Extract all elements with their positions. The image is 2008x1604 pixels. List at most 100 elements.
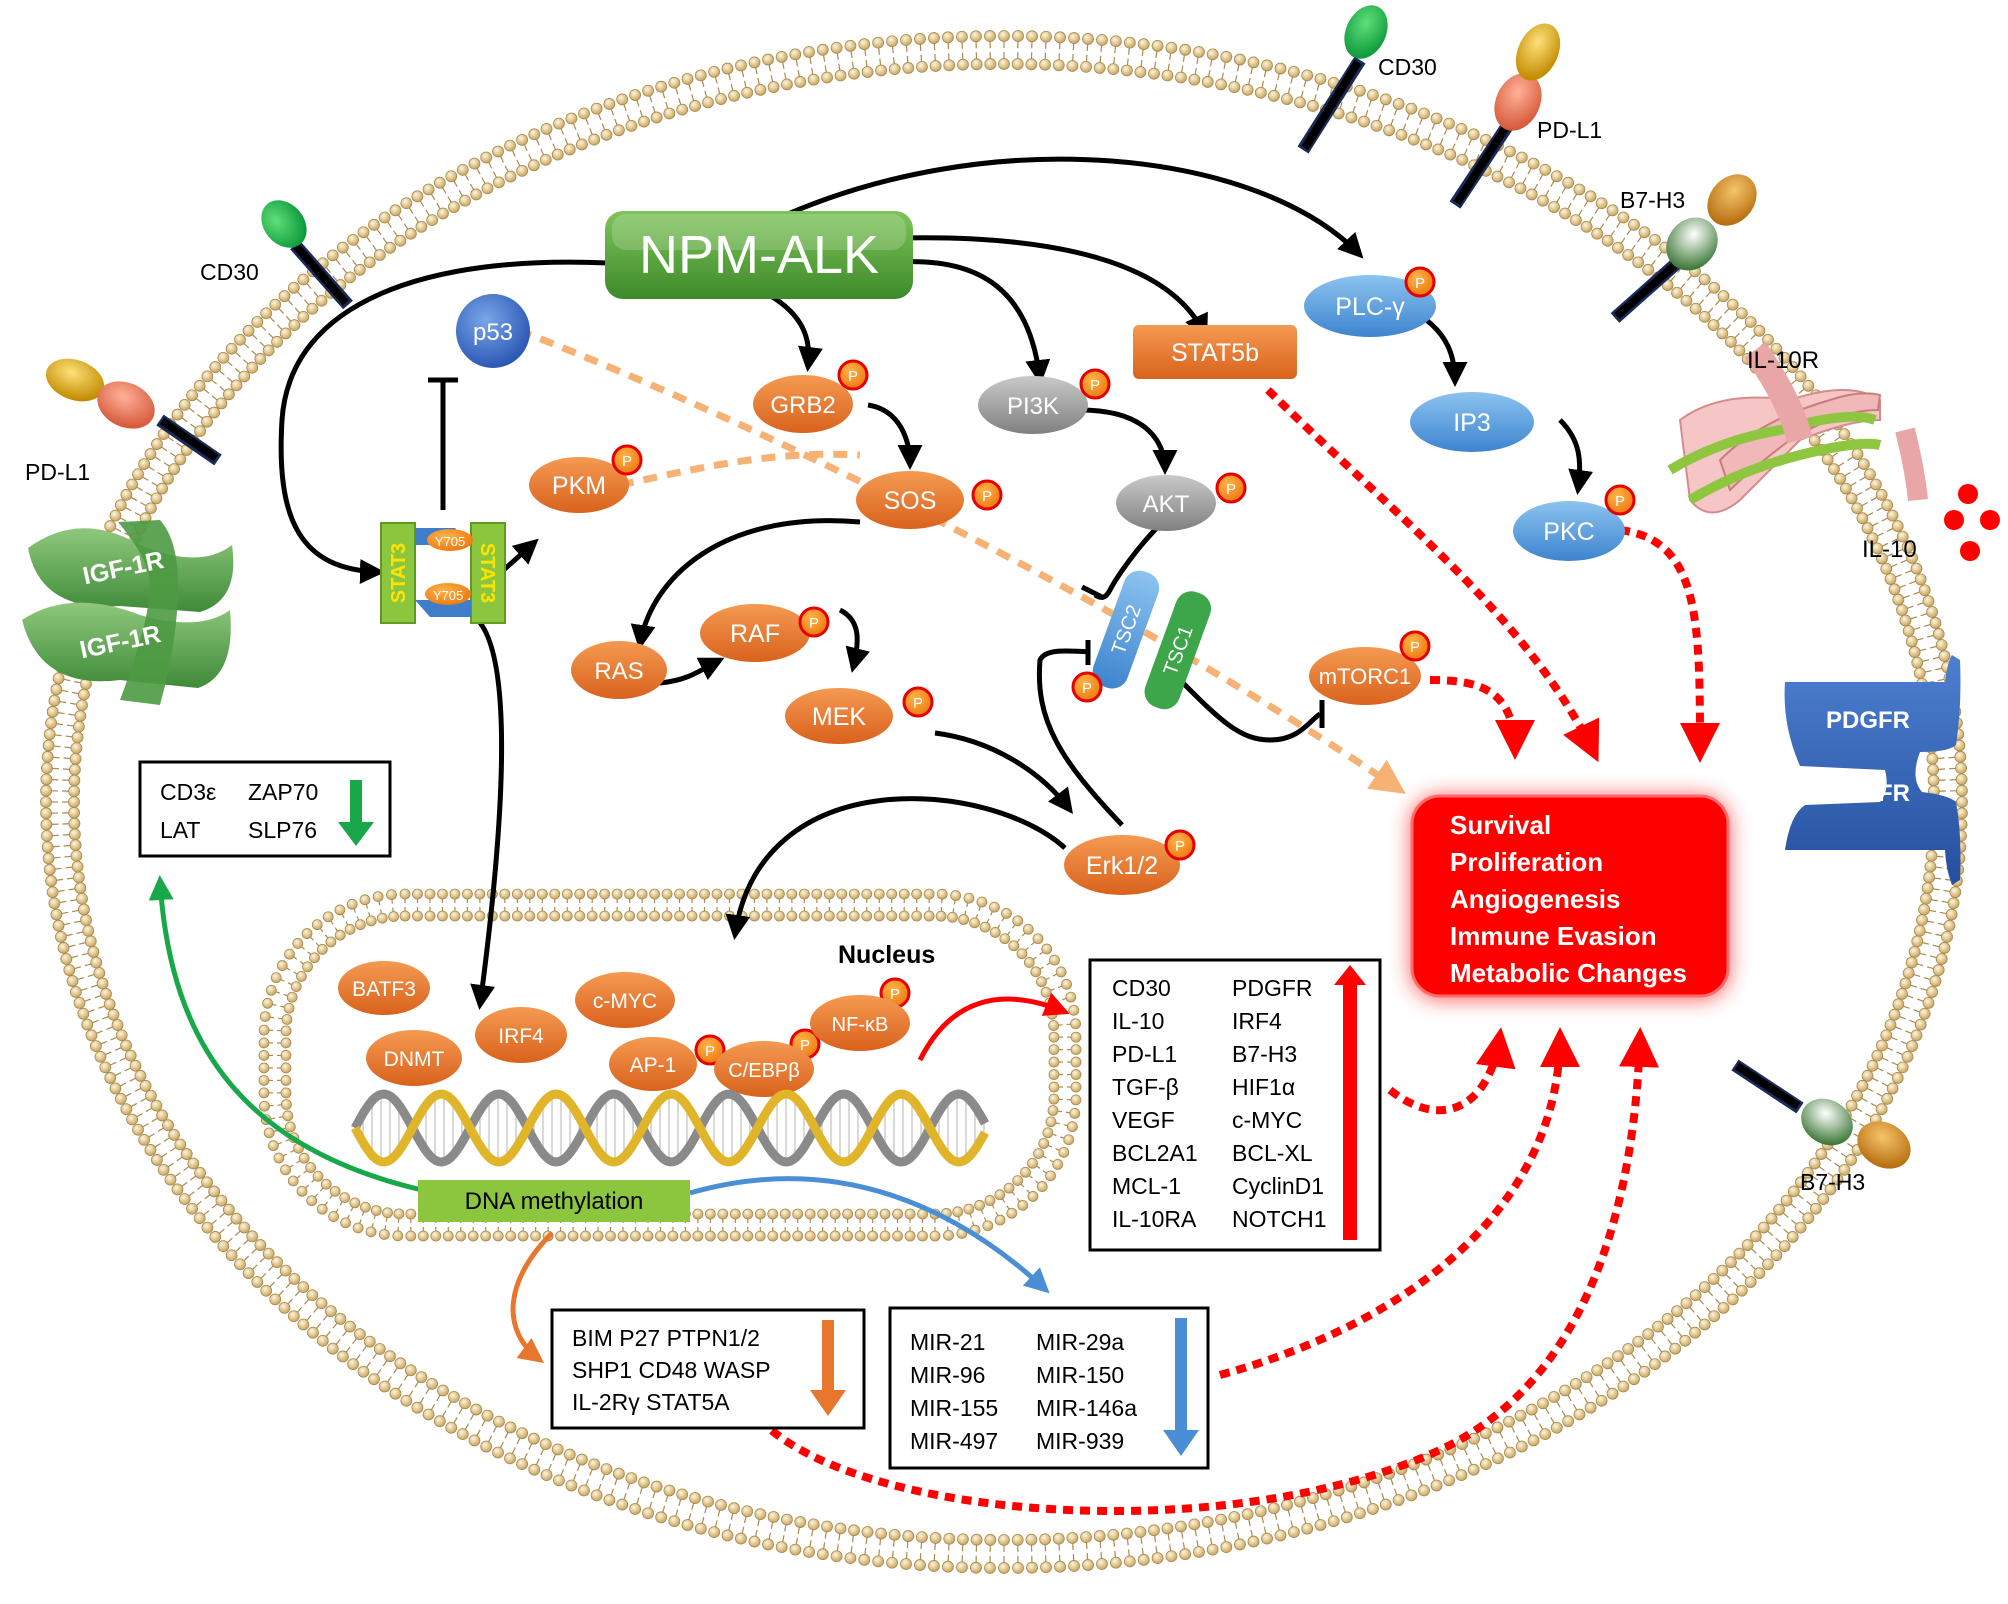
cell-membrane-lipid-head (1918, 1007, 1931, 1020)
cell-membrane-lipid-head (916, 1531, 928, 1544)
nuclear-membrane-lipid-head (273, 1152, 285, 1164)
cell-membrane-lipid-head (1828, 463, 1840, 476)
cell-membrane-lipid-head (1802, 1167, 1814, 1179)
sos-node[interactable]: SOS (856, 471, 964, 529)
cell-membrane-lipid-head (126, 1113, 138, 1126)
mtorc1-label: mTORC1 (1319, 664, 1412, 689)
nuclear-membrane-lipid-head (586, 888, 598, 900)
nuclear-membrane-lipid-head (574, 888, 586, 900)
nuclear-membrane-lipid-head (1003, 1182, 1015, 1194)
b7h3-top-receptor: B7-H3 (1610, 174, 1757, 323)
cell-membrane-lipid-head (1327, 1515, 1340, 1528)
pi3k-node[interactable]: PI3K (978, 376, 1088, 434)
cell-membrane-lipid-head (858, 1553, 871, 1566)
cell-membrane-lipid-head (209, 1231, 222, 1243)
raf-label: RAF (730, 620, 780, 648)
cell-membrane-lipid-head (1392, 98, 1405, 110)
nuclear-membrane-lipid-head (1068, 1004, 1080, 1016)
nuclear-membrane-lipid-head (1055, 966, 1067, 978)
ras-node[interactable]: RAS (571, 641, 667, 699)
cell-membrane-lipid-head (1179, 43, 1192, 56)
erk-node[interactable]: Erk1/2 (1064, 835, 1180, 895)
stat3-dimer[interactable]: STAT3 STAT3 Y705 Y705 (380, 522, 506, 624)
irf4-node[interactable]: IRF4 (475, 1007, 567, 1063)
cell-membrane-lipid-head (1179, 1548, 1192, 1561)
cell-membrane-lipid-head (234, 333, 246, 346)
cell-membrane-lipid-head (1638, 226, 1651, 239)
cell-membrane-lipid-head (437, 207, 449, 220)
batf3-node[interactable]: BATF3 (338, 961, 430, 1015)
npm-alk-node[interactable]: NPM-ALK (605, 211, 913, 299)
plcg-node[interactable]: PLC-γ (1304, 275, 1436, 337)
cell-membrane-lipid-head (120, 1039, 133, 1052)
cmyc-nuc-label: c-MYC (593, 990, 657, 1013)
cell-membrane-lipid-head (816, 43, 829, 56)
pkm-node[interactable]: PKM (529, 457, 629, 513)
cell-membrane-lipid-head (493, 1415, 505, 1428)
mek-node[interactable]: MEK (785, 688, 893, 744)
cebpb-label: C/EBPβ (728, 1060, 800, 1082)
mtorc1-node[interactable]: mTORC1 (1309, 647, 1421, 705)
cell-membrane-lipid-head (754, 83, 767, 96)
pkc-node[interactable]: PKC (1513, 501, 1625, 561)
akt-node[interactable]: AKT (1116, 475, 1216, 531)
cell-membrane-lipid-head (1455, 1469, 1468, 1481)
tcr-genes-box: CD3ε ZAP70 LAT SLP76 (138, 760, 392, 858)
cell-membrane-lipid-head (900, 1558, 912, 1570)
cell-membrane-lipid-head (1906, 1040, 1919, 1052)
cell-membrane-lipid-head (456, 1428, 469, 1441)
cmyc-node[interactable]: c-MYC (575, 972, 675, 1028)
dnmt-node[interactable]: DNMT (366, 1030, 462, 1086)
nuclear-membrane-lipid-head (836, 910, 848, 922)
stat5b-node[interactable]: STAT5b (1133, 325, 1297, 379)
cell-membrane-lipid-head (325, 1305, 337, 1318)
cell-membrane-lipid-head (1525, 1403, 1538, 1416)
cell-membrane-lipid-head (316, 1334, 329, 1347)
cell-membrane-lipid-head (1905, 635, 1918, 648)
nuclear-membrane-lipid-head (1001, 908, 1012, 919)
cell-membrane-lipid-head (1922, 997, 1935, 1009)
ap1-node[interactable]: AP-1 (609, 1037, 697, 1091)
cell-membrane-lipid-head (262, 1247, 275, 1260)
grb2-node[interactable]: GRB2 (753, 375, 853, 433)
upgene-right: BCL-XL (1232, 1140, 1313, 1166)
cell-membrane-lipid-head (588, 133, 601, 146)
p53-node[interactable]: p53 (456, 294, 530, 368)
cell-membrane-lipid-head (1573, 1408, 1586, 1421)
nuclear-membrane-lipid-head (767, 1208, 779, 1220)
dna-strand-gray (351, 1089, 989, 1167)
cell-membrane-lipid-head (1407, 133, 1420, 146)
cell-membrane-lipid-head (1875, 1103, 1888, 1116)
nuclear-membrane-lipid-head (281, 1014, 293, 1025)
cell-membrane-lipid-head (389, 204, 402, 217)
nuclear-membrane-lipid-head (1049, 954, 1060, 966)
cell-membrane-lipid-head (326, 249, 339, 262)
ip3-label: IP3 (1453, 409, 1491, 437)
tcr-row0-a: CD3ε (160, 779, 216, 805)
cell-membrane-lipid-head (689, 1492, 701, 1504)
cell-membrane-lipid-head (1601, 234, 1614, 247)
cell-membrane-lipid-head (1188, 1518, 1201, 1531)
tcr-row1-b: SLP76 (248, 817, 317, 843)
nuclear-membrane-lipid-head (280, 1025, 292, 1037)
cebpb-node[interactable]: C/EBPβ (714, 1041, 814, 1097)
nuclear-membrane-lipid-head (999, 933, 1011, 945)
cell-membrane-lipid-head (1716, 1264, 1729, 1277)
nuclear-membrane-lipid-head (1058, 1146, 1070, 1158)
cell-membrane-lipid-head (914, 33, 926, 45)
upgene-left: BCL2A1 (1112, 1140, 1198, 1166)
nfkb-node[interactable]: NF-κB (810, 995, 910, 1051)
nuclear-membrane-lipid-head (649, 910, 661, 922)
phospho-badge (1215, 472, 1247, 504)
nuclear-membrane-lipid-head (329, 1185, 341, 1197)
ip3-node[interactable]: IP3 (1410, 392, 1534, 452)
cell-membrane-lipid-head (715, 93, 727, 105)
nuclear-membrane-lipid-head (462, 888, 473, 900)
nuclear-membrane-lipid-head (904, 1230, 916, 1242)
raf-node[interactable]: RAF (700, 604, 810, 662)
nuclear-membrane-lipid-head (259, 1011, 271, 1023)
red-dotted-arrows (738, 387, 1720, 1516)
phospho-badge (902, 686, 934, 718)
nuclear-membrane-lipid-head (699, 910, 710, 922)
cell-membrane-lipid-head (638, 1476, 650, 1489)
